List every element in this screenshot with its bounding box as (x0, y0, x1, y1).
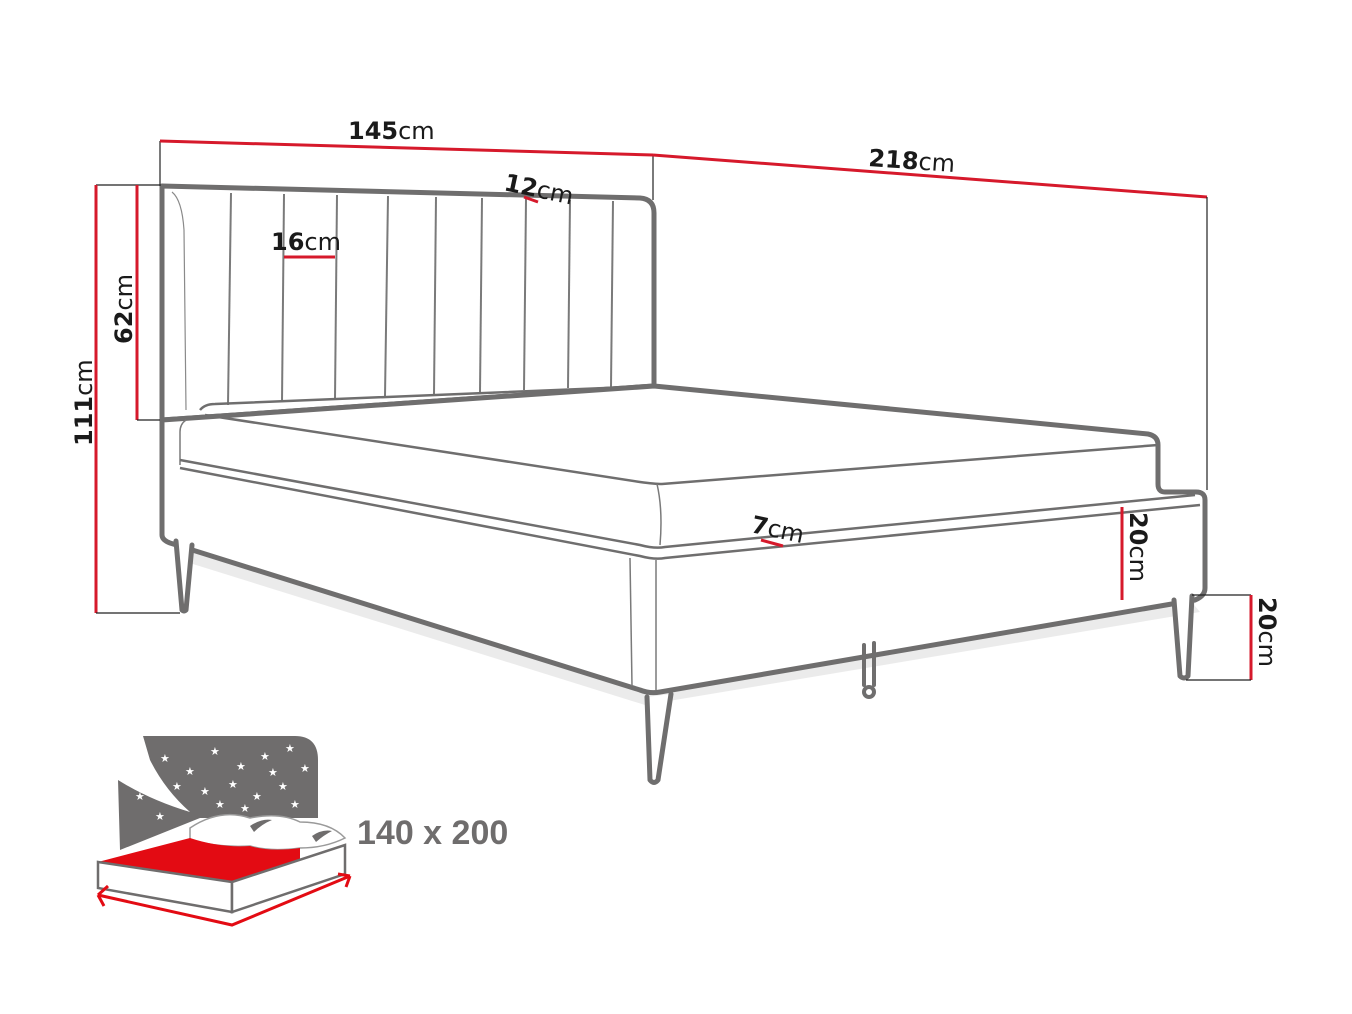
svg-text:★: ★ (210, 745, 220, 758)
svg-text:★: ★ (260, 750, 270, 763)
svg-text:218cm: 218cm (868, 144, 956, 178)
svg-text:145cm: 145cm (348, 117, 435, 145)
svg-text:62cm: 62cm (110, 274, 138, 344)
mattress-size-label: 140 x 200 (357, 814, 508, 852)
leg-front-left (644, 691, 674, 785)
svg-text:★: ★ (240, 802, 250, 815)
dimension-leg-height: 20cm (1186, 594, 1281, 681)
svg-text:★: ★ (236, 760, 246, 773)
svg-text:★: ★ (278, 780, 288, 793)
headboard-height-unit: cm (110, 274, 138, 311)
leg-front-right (1171, 593, 1195, 681)
headboard-thickness-value: 12 (502, 168, 540, 202)
mattress-top-icon (98, 838, 300, 882)
leg-back-left (173, 538, 195, 614)
total-height-unit: cm (70, 359, 98, 396)
svg-text:★: ★ (172, 780, 182, 793)
headboard (159, 183, 657, 423)
dimension-frame-lip: 7cm (749, 510, 807, 548)
dimension-frame-height: 20cm (1120, 507, 1152, 600)
total-height-value: 111 (70, 396, 98, 446)
channel-width-unit: cm (304, 228, 341, 256)
mattress-size-icon: ★★★ ★★★ ★★★ ★★★ ★★★ ★★★ (96, 736, 352, 927)
svg-text:★: ★ (215, 798, 225, 811)
svg-text:★: ★ (160, 752, 170, 765)
length-value: 218 (868, 144, 920, 175)
svg-text:★: ★ (200, 785, 210, 798)
svg-text:111cm: 111cm (70, 359, 98, 446)
dimension-width: 145cm (159, 117, 654, 200)
svg-text:★: ★ (290, 798, 300, 811)
svg-text:★: ★ (300, 762, 310, 775)
svg-text:★: ★ (228, 778, 238, 791)
frame-lip-value: 7 (749, 510, 771, 541)
leg-height-unit: cm (1253, 630, 1281, 667)
svg-text:20cm: 20cm (1124, 512, 1152, 582)
svg-text:★: ★ (268, 766, 278, 779)
dimension-total-height: 111cm (70, 184, 180, 614)
svg-text:★: ★ (252, 790, 262, 803)
width-unit: cm (398, 117, 435, 145)
bed-legs (173, 538, 1195, 785)
length-unit: cm (918, 148, 956, 178)
svg-text:★: ★ (285, 742, 295, 755)
leg-height-value: 20 (1253, 597, 1281, 630)
dimension-headboard-height: 62cm (110, 185, 160, 421)
width-arrow-icon (97, 874, 351, 927)
frame-height-unit: cm (1124, 545, 1152, 582)
svg-text:★: ★ (155, 810, 165, 823)
stars-icon: ★★★ ★★★ ★★★ ★★★ ★★★ ★★★ (135, 742, 310, 823)
dimension-length: 218cm (652, 144, 1208, 490)
headboard-channels (227, 192, 614, 406)
frame-height-value: 20 (1124, 512, 1152, 545)
dimension-channel-width: 16cm (271, 228, 341, 259)
width-value: 145 (348, 117, 398, 145)
leg-center-support (862, 641, 876, 699)
night-sky-icon (118, 736, 318, 850)
headboard-height-value: 62 (110, 311, 138, 344)
svg-text:★: ★ (135, 790, 145, 803)
svg-text:20cm: 20cm (1253, 597, 1281, 667)
svg-text:★: ★ (185, 765, 195, 778)
bed-frame (159, 383, 1208, 705)
channel-width-value: 16 (271, 228, 304, 256)
svg-text:16cm: 16cm (271, 228, 341, 256)
